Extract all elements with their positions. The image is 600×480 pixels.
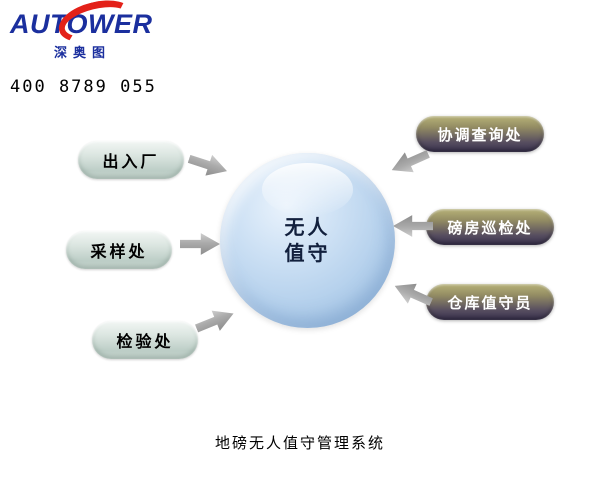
arrow-right-icon [192,301,239,340]
center-node-label-line2: 值守 [284,242,331,265]
node-label: 协调查询处 [437,126,523,144]
logo-subtitle: 深奥图 [54,45,112,60]
arrow-right-icon [185,146,231,183]
logo-text: AUTOWER [10,9,153,39]
node-label: 检验处 [116,334,174,351]
node-label: 采样处 [90,244,148,261]
node-sampling[interactable]: 采样处 [66,231,172,269]
page-title: 地磅无人值守管理系统 [214,435,385,452]
logo-block: AUTOWER 深奥图 400 8789 055 [10,0,160,97]
node-inspection[interactable]: 检验处 [92,321,198,359]
node-weighhouse-patrol[interactable]: 磅房巡检处 [426,209,554,245]
autower-logo: AUTOWER [10,0,160,50]
node-label: 出入厂 [102,154,160,171]
node-warehouse-attendant[interactable]: 仓库值守员 [426,284,554,320]
node-entry-exit[interactable]: 出入厂 [78,141,184,179]
node-label: 仓库值守员 [447,294,533,312]
center-node-label-line1: 无人 [284,216,331,239]
phone-number: 400 8789 055 [10,77,157,97]
node-coordination-query[interactable]: 协调查询处 [416,116,544,152]
node-label: 磅房巡检处 [447,219,533,237]
center-node-unattended: 无人 值守 [220,153,395,328]
arrow-right-icon [180,233,220,255]
